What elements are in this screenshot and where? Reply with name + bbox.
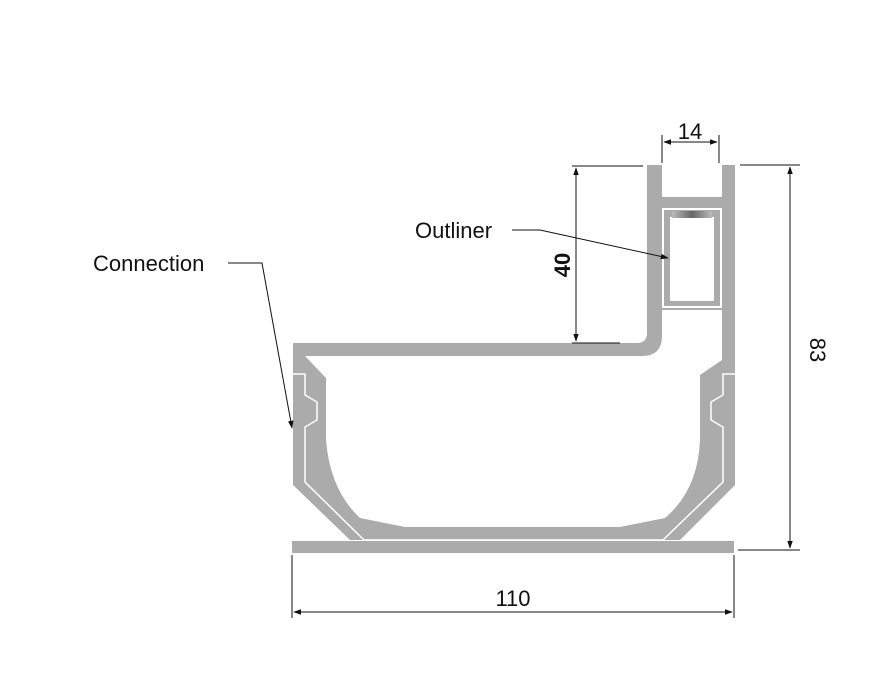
outliner-leader — [512, 229, 669, 260]
dimension-14-label: 14 — [678, 119, 702, 144]
outliner-box — [662, 208, 722, 308]
channel-interior — [305, 310, 722, 527]
dimension-14 — [661, 135, 720, 163]
dimension-40-label: 40 — [550, 253, 575, 277]
outliner-label: Outliner — [415, 218, 492, 243]
connection-leader — [228, 262, 294, 429]
dimension-83 — [738, 164, 800, 551]
left-connection-seam — [293, 373, 735, 541]
dimension-83-label: 83 — [805, 338, 830, 362]
dimension-110 — [291, 555, 735, 618]
dimension-110-label: 110 — [495, 586, 530, 611]
base-plate — [292, 541, 734, 553]
connection-label: Connection — [93, 251, 204, 276]
dimension-40 — [572, 165, 643, 344]
top-slot — [662, 165, 722, 197]
